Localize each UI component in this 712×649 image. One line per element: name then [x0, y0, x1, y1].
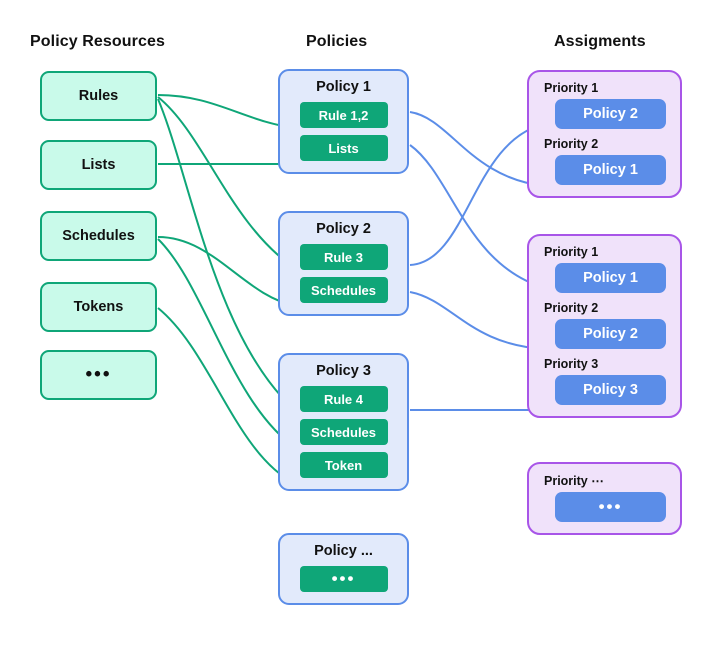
assignment-row: Priority 2 Policy 1 [543, 137, 666, 185]
assignment-group-1[interactable]: Priority 1 Policy 2 Priority 2 Policy 1 [527, 70, 682, 198]
edge-tokens-to-policy3-token [157, 307, 298, 485]
assignment-pill-policy[interactable]: Policy 1 [555, 155, 666, 185]
priority-label: Priority 1 [544, 81, 599, 95]
priority-label: Priority 1 [544, 245, 599, 259]
priority-label: Priority ⋯ [544, 474, 604, 488]
priority-label: Priority 2 [544, 137, 599, 151]
assignment-pill-policy[interactable]: Policy 2 [555, 319, 666, 349]
assignment-row: Priority 1 Policy 2 [543, 81, 666, 137]
assignment-pill-policy[interactable]: Policy 3 [555, 375, 666, 405]
policy-card-3[interactable]: Policy 3 Rule 4 Schedules Token [278, 353, 409, 491]
priority-label: Priority 2 [544, 301, 599, 315]
assignment-pill-policy[interactable]: ••• [555, 492, 666, 522]
edge-policy2-to-assign1-priority1 [409, 120, 547, 266]
assignment-pill-policy[interactable]: Policy 2 [555, 99, 666, 129]
assignment-row: Priority 3 Policy 3 [543, 357, 666, 405]
assignment-row: Priority 1 Policy 1 [543, 245, 666, 301]
assignment-group-more[interactable]: Priority ⋯ ••• [527, 462, 682, 535]
resource-label: ••• [85, 364, 112, 385]
policy-item-more[interactable]: ••• [299, 566, 388, 592]
edge-rules-to-policy1-rule12 [157, 94, 298, 133]
policy-item-rule-3[interactable]: Rule 3 [299, 244, 388, 270]
policy-title: Policy 2 [316, 221, 371, 237]
column-heading-policies: Policies [306, 33, 368, 50]
policy-item-schedules[interactable]: Schedules [299, 419, 388, 445]
resource-box-tokens[interactable]: Tokens [40, 282, 157, 332]
policy-item-lists[interactable]: Lists [299, 135, 388, 161]
policy-title: Policy 1 [316, 79, 371, 95]
priority-label: Priority 3 [544, 357, 599, 371]
policy-card-1[interactable]: Policy 1 Rule 1,2 Lists [278, 69, 409, 174]
policy-item-rule-4[interactable]: Rule 4 [299, 386, 388, 412]
policy-item-rule-1-2[interactable]: Rule 1,2 [299, 102, 388, 128]
resource-box-schedules[interactable]: Schedules [40, 211, 157, 261]
policy-card-more[interactable]: Policy ... ••• [278, 533, 409, 605]
edge-policy1-to-assign2-priority1 [409, 144, 547, 291]
resource-box-lists[interactable]: Lists [40, 140, 157, 190]
resource-label: Tokens [73, 299, 124, 315]
edge-policy2-to-assign2-priority2 [409, 291, 547, 355]
assignment-row: Priority ⋯ ••• [543, 473, 666, 522]
edge-policy1-to-assign1-priority2 [409, 111, 547, 191]
policy-title: Policy 3 [316, 363, 371, 379]
edge-schedules-to-policy3-schedules [157, 238, 297, 449]
resource-box-rules[interactable]: Rules [40, 71, 157, 121]
edge-rules-to-policy2-rule3 [157, 96, 297, 270]
column-heading-policy-resources: Policy Resources [30, 33, 165, 50]
policy-card-2[interactable]: Policy 2 Rule 3 Schedules [278, 211, 409, 316]
policy-item-token[interactable]: Token [299, 452, 388, 478]
assignment-pill-policy[interactable]: Policy 1 [555, 263, 666, 293]
resource-label: Rules [78, 88, 119, 104]
edge-rules-to-policy3-rule4 [157, 98, 297, 412]
policy-item-schedules[interactable]: Schedules [299, 277, 388, 303]
edge-schedules-to-policy2-schedules [157, 236, 298, 310]
assignment-row: Priority 2 Policy 2 [543, 301, 666, 357]
resource-label: Schedules [62, 228, 135, 244]
assignment-group-2[interactable]: Priority 1 Policy 1 Priority 2 Policy 2 … [527, 234, 682, 418]
column-heading-assignments: Assigments [554, 33, 646, 50]
resource-box-more[interactable]: ••• [40, 350, 157, 400]
resource-label: Lists [81, 157, 116, 173]
policy-title: Policy ... [314, 543, 373, 559]
